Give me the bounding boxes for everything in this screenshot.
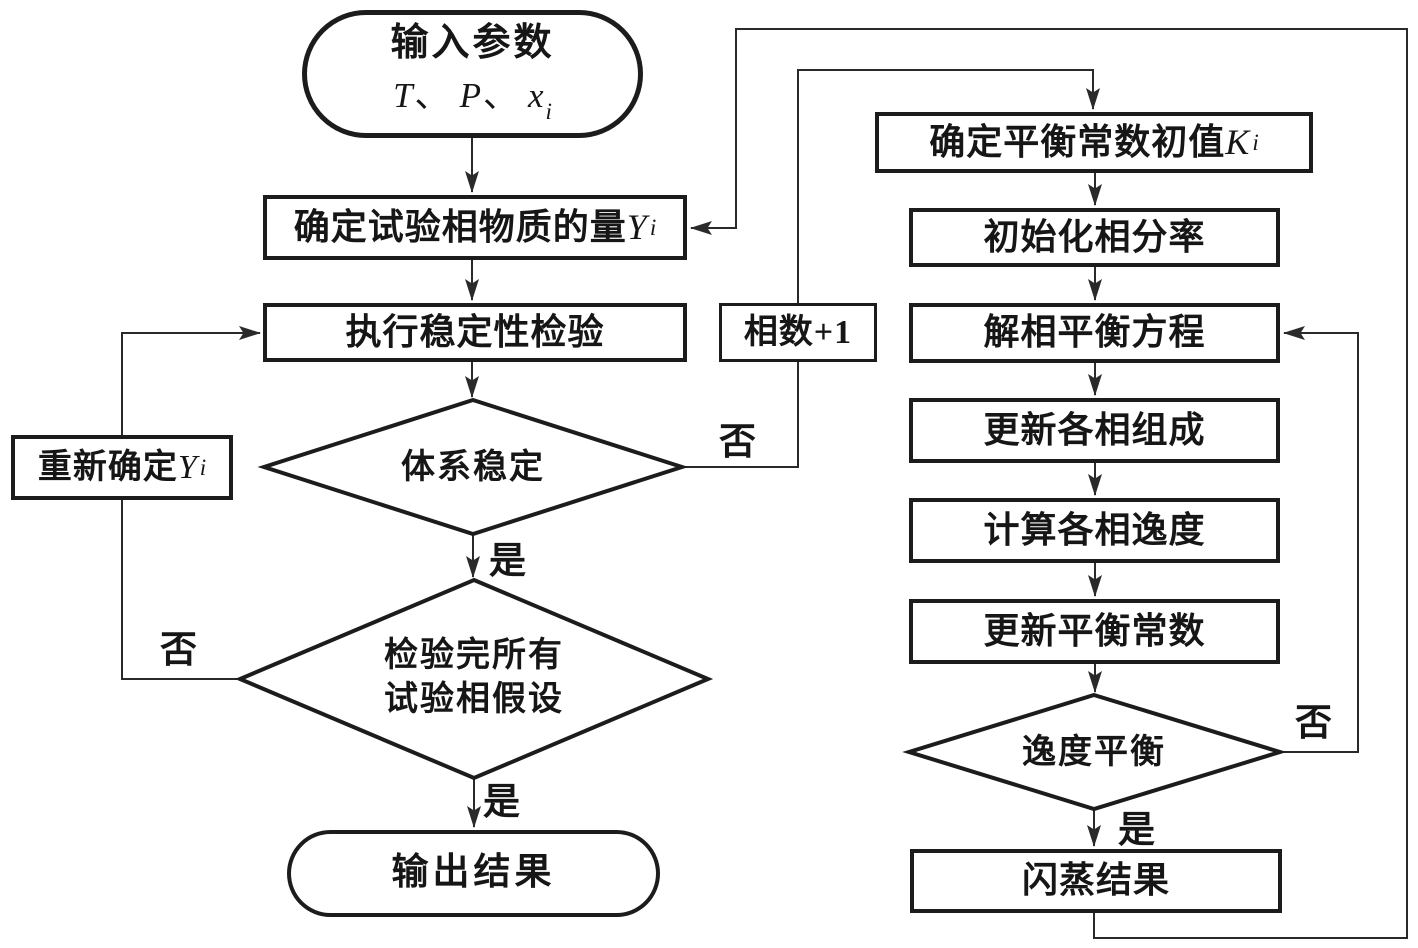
decision-system-stable-label: 体系稳定 xyxy=(401,449,545,486)
label-system-stable-no: 否 xyxy=(719,422,756,463)
phase-count-plus1-label: 相数+1 xyxy=(743,313,853,351)
stability-test-label: 执行稳定性检验 xyxy=(345,311,605,352)
start-formula: T、P、xi xyxy=(393,76,552,125)
edge-phase-plus1-to-init-k xyxy=(797,69,1100,303)
all-tested-line1: 检验完所有 xyxy=(384,637,564,674)
node-solve-phase-equilibrium: 解相平衡方程 xyxy=(909,303,1280,363)
solve-phase-equilibrium-label: 解相平衡方程 xyxy=(983,312,1206,353)
node-output-result: 输出结果 xyxy=(287,830,660,917)
init-phase-fraction-label: 初始化相分率 xyxy=(983,216,1206,257)
output-result-label: 输出结果 xyxy=(391,852,556,894)
label-all-tested-yes: 是 xyxy=(483,782,520,823)
decision-fugacity-balance-label: 逸度平衡 xyxy=(1022,734,1166,771)
node-phase-count-plus1: 相数+1 xyxy=(719,303,877,362)
all-tested-line2: 试验相假设 xyxy=(384,681,564,718)
flash-result-label: 闪蒸结果 xyxy=(1021,860,1170,901)
edge-redetermine-to-stability-test xyxy=(121,326,261,435)
start-title: 输入参数 xyxy=(390,22,555,65)
edge-all-tested-no-to-redetermine xyxy=(121,500,240,680)
node-stability-test: 执行稳定性检验 xyxy=(263,303,687,362)
edge-flash-to-determine-trial xyxy=(690,28,1408,939)
node-start: 输入参数 T、P、xi xyxy=(302,10,643,138)
edge-system-stable-no-to-phase-plus1 xyxy=(682,362,799,468)
update-phase-composition-label: 更新各相组成 xyxy=(983,409,1206,450)
edge-balance-no-to-solve xyxy=(1280,326,1359,753)
update-equilibrium-const-label: 更新平衡常数 xyxy=(983,610,1206,651)
label-all-tested-no: 否 xyxy=(160,630,197,671)
node-update-phase-composition: 更新各相组成 xyxy=(909,398,1280,463)
decision-all-tested-shape xyxy=(234,577,714,781)
determine-trial-label: 确定试验相物质的量 xyxy=(293,206,627,247)
node-update-equilibrium-const: 更新平衡常数 xyxy=(909,599,1280,664)
label-fugacity-balance-no: 否 xyxy=(1295,703,1332,744)
node-calc-phase-fugacity: 计算各相逸度 xyxy=(909,498,1280,563)
decision-all-tested-label: 检验完所有 试验相假设 xyxy=(334,634,614,722)
init-equilibrium-const-label: 确定平衡常数初值 xyxy=(929,121,1226,162)
decision-fugacity-balance-shape xyxy=(902,692,1287,812)
label-fugacity-balance-yes: 是 xyxy=(1118,810,1155,851)
redetermine-y-label: 重新确定 xyxy=(37,448,178,486)
node-flash-result: 闪蒸结果 xyxy=(910,849,1282,913)
decision-system-stable-shape xyxy=(257,397,689,537)
label-system-stable-yes: 是 xyxy=(489,541,526,582)
node-init-phase-fraction: 初始化相分率 xyxy=(909,208,1280,267)
calc-phase-fugacity-label: 计算各相逸度 xyxy=(983,509,1206,550)
